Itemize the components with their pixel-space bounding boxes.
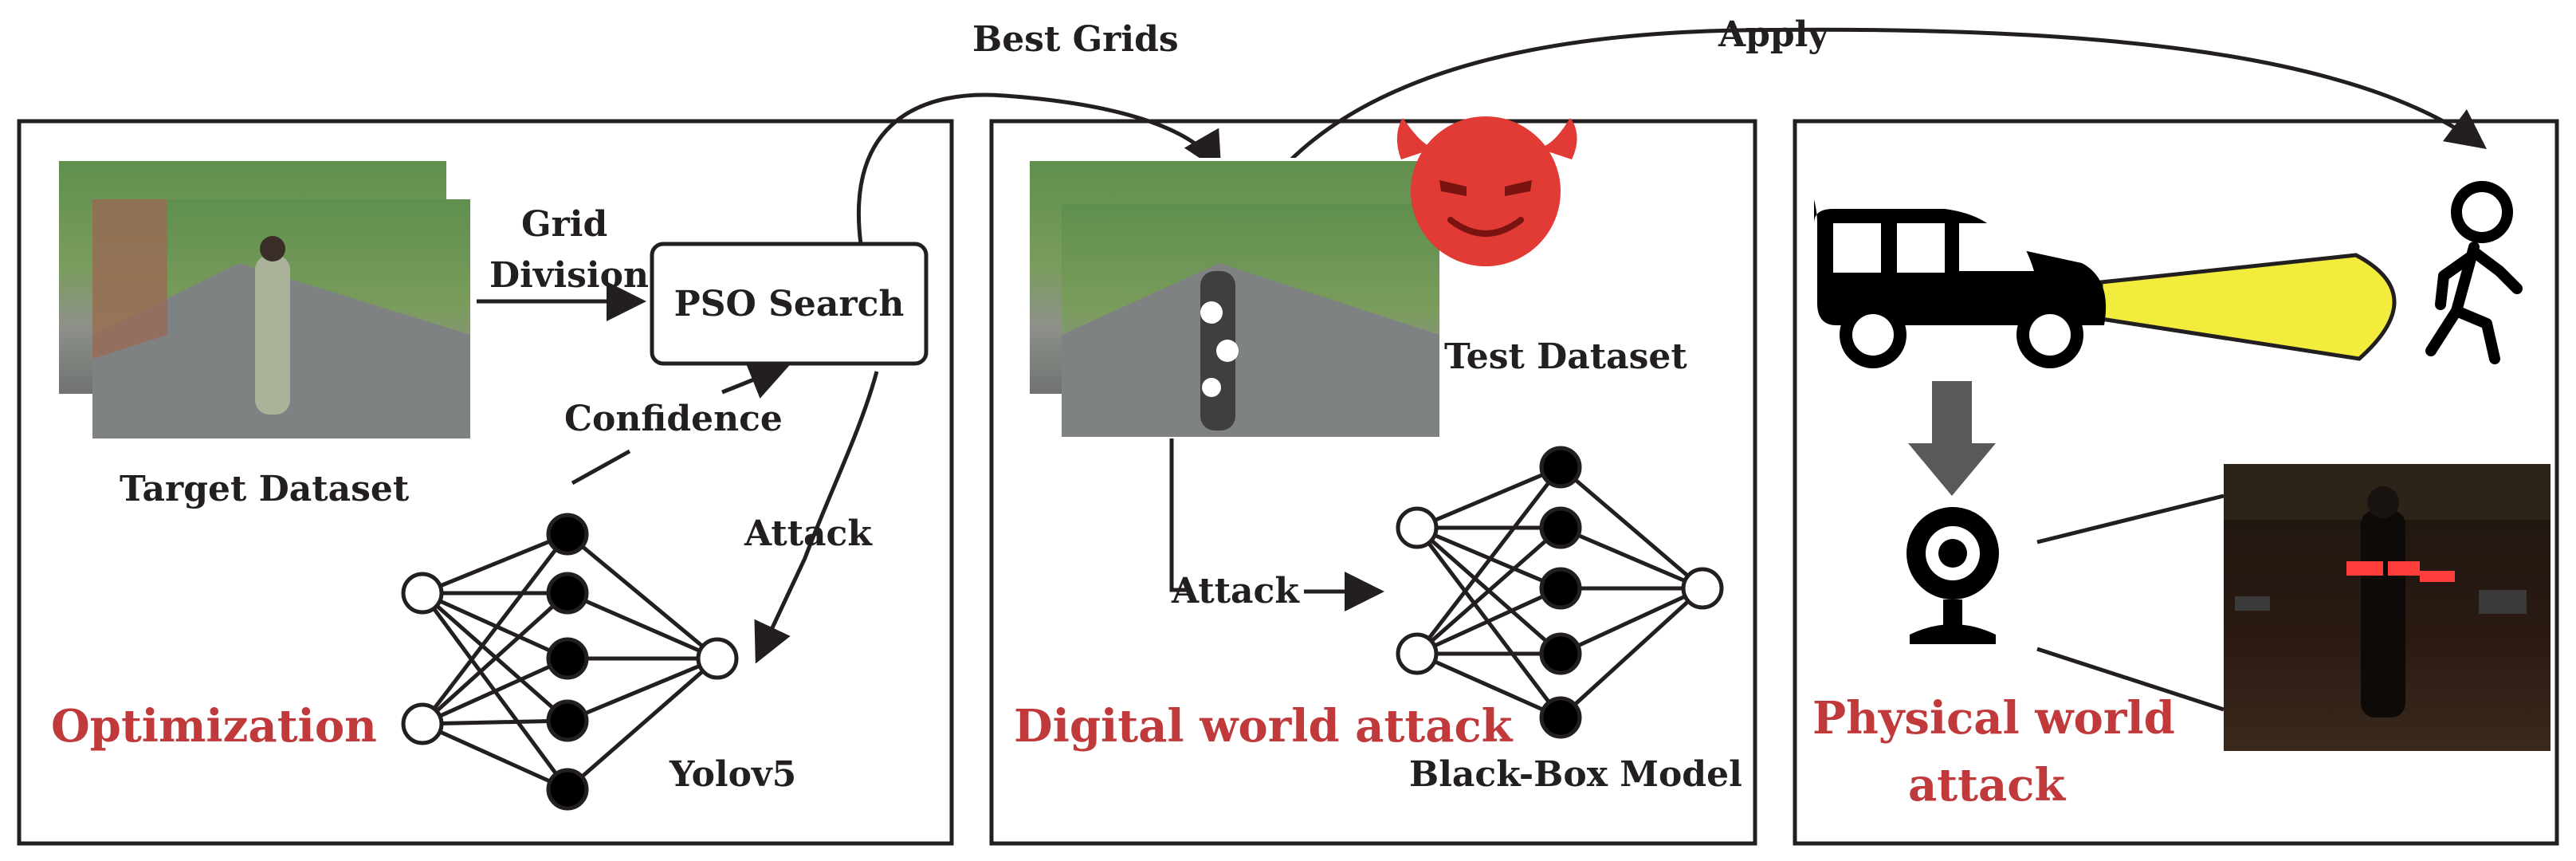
attack-label-digital: Attack — [1171, 571, 1300, 611]
pedestrian-figure — [255, 255, 290, 415]
apply-arrow — [1286, 27, 2488, 164]
best-grids-label: Best Grids — [972, 19, 1179, 60]
pedestrian-icon — [2425, 181, 2523, 364]
van-icon — [1814, 199, 2107, 368]
physical-title-line2: attack — [1908, 759, 2066, 812]
yolov5-label: Yolov5 — [669, 754, 796, 795]
view-line-top — [2036, 493, 2225, 545]
physical-attack-photo — [2224, 464, 2550, 751]
attack-arrow-opt — [754, 371, 879, 664]
pso-search-label: PSO Search — [674, 284, 905, 324]
confidence-arrow — [571, 449, 631, 486]
black-box-network — [1396, 446, 1724, 739]
apply-label: Apply — [1718, 14, 1829, 55]
black-box-label: Black-Box Model — [1409, 754, 1742, 795]
optimization-panel: Target Dataset Grid Division PSO Search … — [17, 119, 954, 846]
digital-title: Digital world attack — [1014, 700, 1514, 753]
physical-frame — [1793, 119, 2559, 846]
digital-panel: Test Dataset Attack Black-Box Model Digi… — [989, 116, 1757, 846]
physical-panel: Physical world attack — [1793, 119, 2559, 846]
optimization-frame — [17, 119, 954, 846]
target-dataset-images — [56, 158, 470, 438]
best-grids-arrow — [856, 92, 1222, 245]
digital-frame — [989, 119, 1757, 846]
webcam-icon — [1906, 507, 1999, 644]
grid-label-line2: Division — [489, 255, 649, 296]
down-arrow-icon — [1908, 381, 1996, 496]
view-line-bottom — [2036, 647, 2225, 712]
attack-path-digital — [1169, 438, 1186, 592]
test-dataset-label: Test Dataset — [1444, 336, 1687, 377]
test-dataset-images — [1027, 158, 1439, 437]
target-dataset-label: Target Dataset — [120, 469, 410, 509]
optimization-title: Optimization — [51, 700, 377, 753]
person-figure — [2361, 510, 2405, 718]
devil-emoji-icon — [1396, 116, 1577, 266]
headlight-beam — [2099, 253, 2397, 361]
grid-label-line1: Grid — [521, 204, 607, 245]
confidence-label: Confidence — [564, 399, 783, 439]
yolov5-network — [401, 513, 739, 811]
confidence-arrow-head-seg — [721, 361, 790, 399]
physical-title-line1: Physical world — [1812, 692, 2175, 745]
